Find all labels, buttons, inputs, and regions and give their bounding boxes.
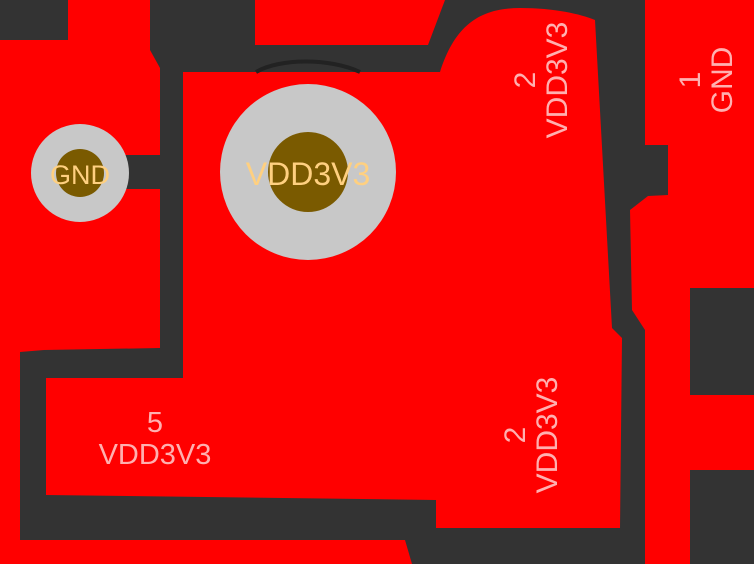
pad-bottom-left-labels: 5 VDD3V3 <box>99 407 212 471</box>
pad-top-right-a-labels: 2 VDD3V3 <box>509 22 574 139</box>
copper-zone-bottom-strip <box>0 540 412 564</box>
via-gnd-net-label: GND <box>50 160 110 190</box>
pad-mid-right-labels: 2 VDD3V3 <box>499 377 564 494</box>
pad-top-right-a-net: VDD3V3 <box>541 22 574 139</box>
pad-mid-right-number: 2 <box>499 427 532 444</box>
pad-top-right-b-labels: 1 GND <box>674 47 739 114</box>
via-gnd-drill <box>56 149 104 197</box>
copper-zone-right-gnd <box>645 0 754 195</box>
pad-top-right-a-number: 2 <box>509 72 542 89</box>
copper-zone-left-gnd <box>0 0 160 564</box>
pad-mid-right-net: VDD3V3 <box>531 377 564 494</box>
pad-bottom-left-net: VDD3V3 <box>99 439 212 471</box>
copper-zone-right-lower <box>630 195 754 564</box>
copper-zone-vdd-pour <box>46 8 622 528</box>
pad-bottom-left-number: 5 <box>147 407 163 439</box>
via-vdd3v3-drill <box>268 132 348 212</box>
copper-arc-outline <box>254 59 361 74</box>
via-vdd3v3[interactable]: VDD3V3 <box>220 84 396 260</box>
via-vdd3v3-net-label: VDD3V3 <box>246 156 371 192</box>
pad-top-right-b-number: 1 <box>674 72 707 89</box>
pad-top-right-b-net: GND <box>706 47 739 114</box>
via-gnd[interactable]: GND <box>31 124 129 222</box>
copper-zone-top-middle <box>255 0 445 45</box>
